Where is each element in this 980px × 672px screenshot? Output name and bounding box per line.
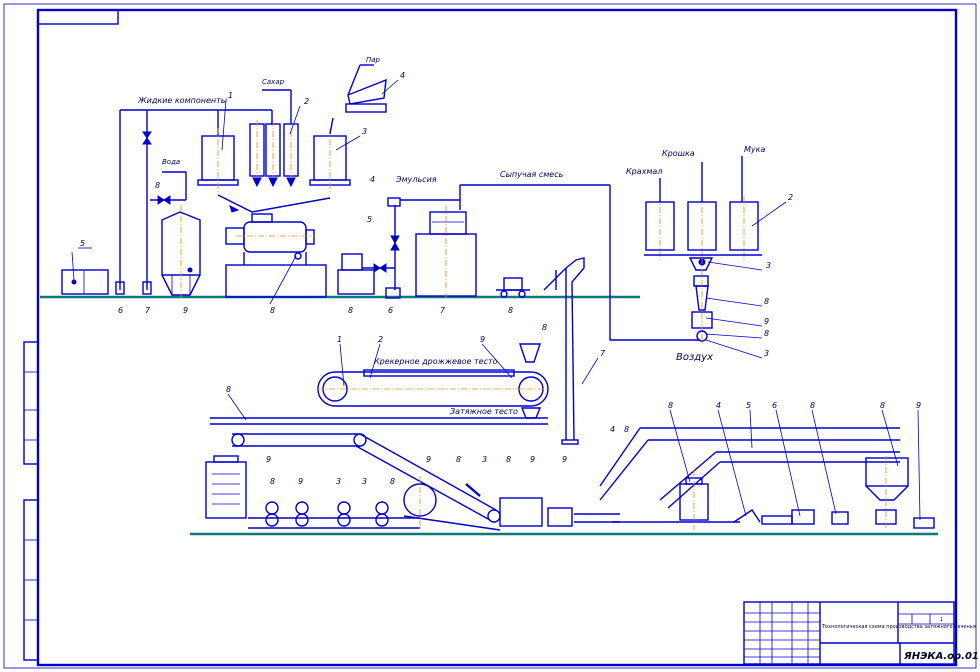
callout-2c: 2 [378, 335, 383, 344]
callout-3: 3 [362, 127, 367, 136]
callout-8n: 8 [668, 401, 673, 410]
sieve-4: Пар [345, 56, 387, 113]
liquid-components-label: Жидкие компоненты [137, 96, 227, 105]
dry-mix-label: Сыпучая смесь [500, 170, 564, 179]
callout-3b: 3 [766, 261, 771, 270]
callout-9h: 9 [562, 455, 567, 464]
callout-4b: 4 [370, 175, 375, 184]
pump-6 [115, 281, 125, 295]
callout-9f: 9 [426, 455, 431, 464]
callout-8k: 8 [456, 455, 461, 464]
drawing-code: ЯНЭКА.ор.01 [903, 651, 979, 662]
sugar-dosers-2: Сахар [249, 78, 299, 188]
oven-conveyor [574, 427, 900, 523]
fat-dough-conveyor: Затяжное тесто [210, 407, 548, 425]
sugar-label: Сахар [262, 78, 285, 86]
water-line: Вода [150, 158, 187, 205]
callout-9d: 9 [266, 455, 271, 464]
callout-7b: 7 [440, 306, 446, 315]
liquid-components-line: Жидкие компоненты [119, 96, 273, 290]
callout-5c: 5 [746, 401, 751, 410]
dry-mix-line: Сыпучая смесь [460, 170, 700, 341]
water-heater-box [61, 251, 109, 295]
pump-unit [337, 253, 401, 299]
silo-starch: Крахмал [626, 167, 675, 262]
callout-4: 4 [400, 71, 405, 80]
callout-6c: 6 [772, 401, 777, 410]
callout-7c: 7 [600, 349, 606, 358]
crumb-label: Крошка [662, 149, 695, 158]
cracker-dough-conveyor: Крекерное дрожжевое тесто [317, 343, 549, 419]
silo-discharge: Воздух [676, 257, 714, 363]
water-label: Вода [162, 158, 180, 166]
steam-label: Пар [366, 56, 381, 64]
callout-3f: 3 [482, 455, 487, 464]
flour-label: Мука [744, 145, 765, 154]
title-block: Технологическая схема производства затяж… [743, 601, 979, 665]
callout-2: 2 [304, 97, 309, 106]
dosing-tank-3 [309, 117, 351, 192]
callout-3e: 3 [362, 477, 367, 486]
drawing-frame [3, 3, 977, 669]
callout-9g: 9 [530, 455, 535, 464]
callout-6b: 6 [388, 306, 393, 315]
callout-8p: 8 [880, 401, 885, 410]
callout-1: 1 [228, 91, 233, 100]
emulsion-line: Эмульсия [387, 175, 461, 290]
callout-8c: 8 [348, 306, 353, 315]
callout-8a: 8 [155, 181, 160, 190]
pump-7 [142, 281, 152, 295]
bucket-elevator [543, 257, 585, 445]
forming-machine [403, 476, 573, 531]
silo-flour: Мука [729, 145, 765, 262]
starch-label: Крахмал [626, 167, 662, 176]
fat-dough-label: Затяжное тесто [450, 407, 518, 416]
callout-8d: 8 [508, 306, 513, 315]
rolling-rollers [248, 501, 420, 529]
callout-8e: 8 [764, 297, 769, 306]
emulsifier-column [415, 205, 477, 298]
callout-3d: 3 [336, 477, 341, 486]
callout-8i: 8 [270, 477, 275, 486]
callout-8j: 8 [390, 477, 395, 486]
packaging-line [612, 456, 887, 530]
callout-8b: 8 [270, 306, 275, 315]
callout-9b: 9 [764, 317, 769, 326]
silo-crumb: Крошка [662, 149, 717, 262]
callout-numbers: 5 6 7 9 8 1 2 3 4 4 5 8 8 6 7 8 2 3 8 9 … [80, 71, 921, 486]
callout-3c: 3 [764, 349, 769, 358]
callout-6: 6 [118, 306, 123, 315]
callout-9e: 9 [298, 477, 303, 486]
callout-8f: 8 [764, 329, 769, 338]
storage-tank-9 [161, 205, 201, 298]
callout-2b: 2 [788, 193, 793, 202]
callout-9c: 9 [480, 335, 485, 344]
callout-8m: 8 [624, 425, 629, 434]
dosing-tank-1 [197, 128, 239, 192]
callout-1b: 1 [337, 335, 342, 344]
emulsion-label: Эмульсия [395, 175, 437, 184]
hopper-right [865, 457, 935, 529]
rolling-machine [205, 455, 247, 519]
callout-5b: 5 [367, 215, 372, 224]
callout-8o: 8 [810, 401, 815, 410]
callout-8h: 8 [226, 385, 231, 394]
callout-7: 7 [145, 306, 151, 315]
callout-8l: 8 [506, 455, 511, 464]
trolley [496, 277, 530, 298]
callout-5: 5 [80, 239, 85, 248]
leader-lines [78, 79, 921, 521]
callout-8g: 8 [542, 323, 547, 332]
callout-9: 9 [183, 306, 188, 315]
sheet-number: 1 [940, 617, 943, 623]
kneading-machine [217, 194, 331, 298]
callout-4c: 4 [610, 425, 615, 434]
title-caption: Технологическая схема производства затяж… [821, 624, 976, 630]
callout-4d: 4 [716, 401, 721, 410]
cracker-dough-label: Крекерное дрожжевое тесто [374, 357, 498, 366]
callout-9i: 9 [916, 401, 921, 410]
air-label: Воздух [676, 352, 713, 363]
